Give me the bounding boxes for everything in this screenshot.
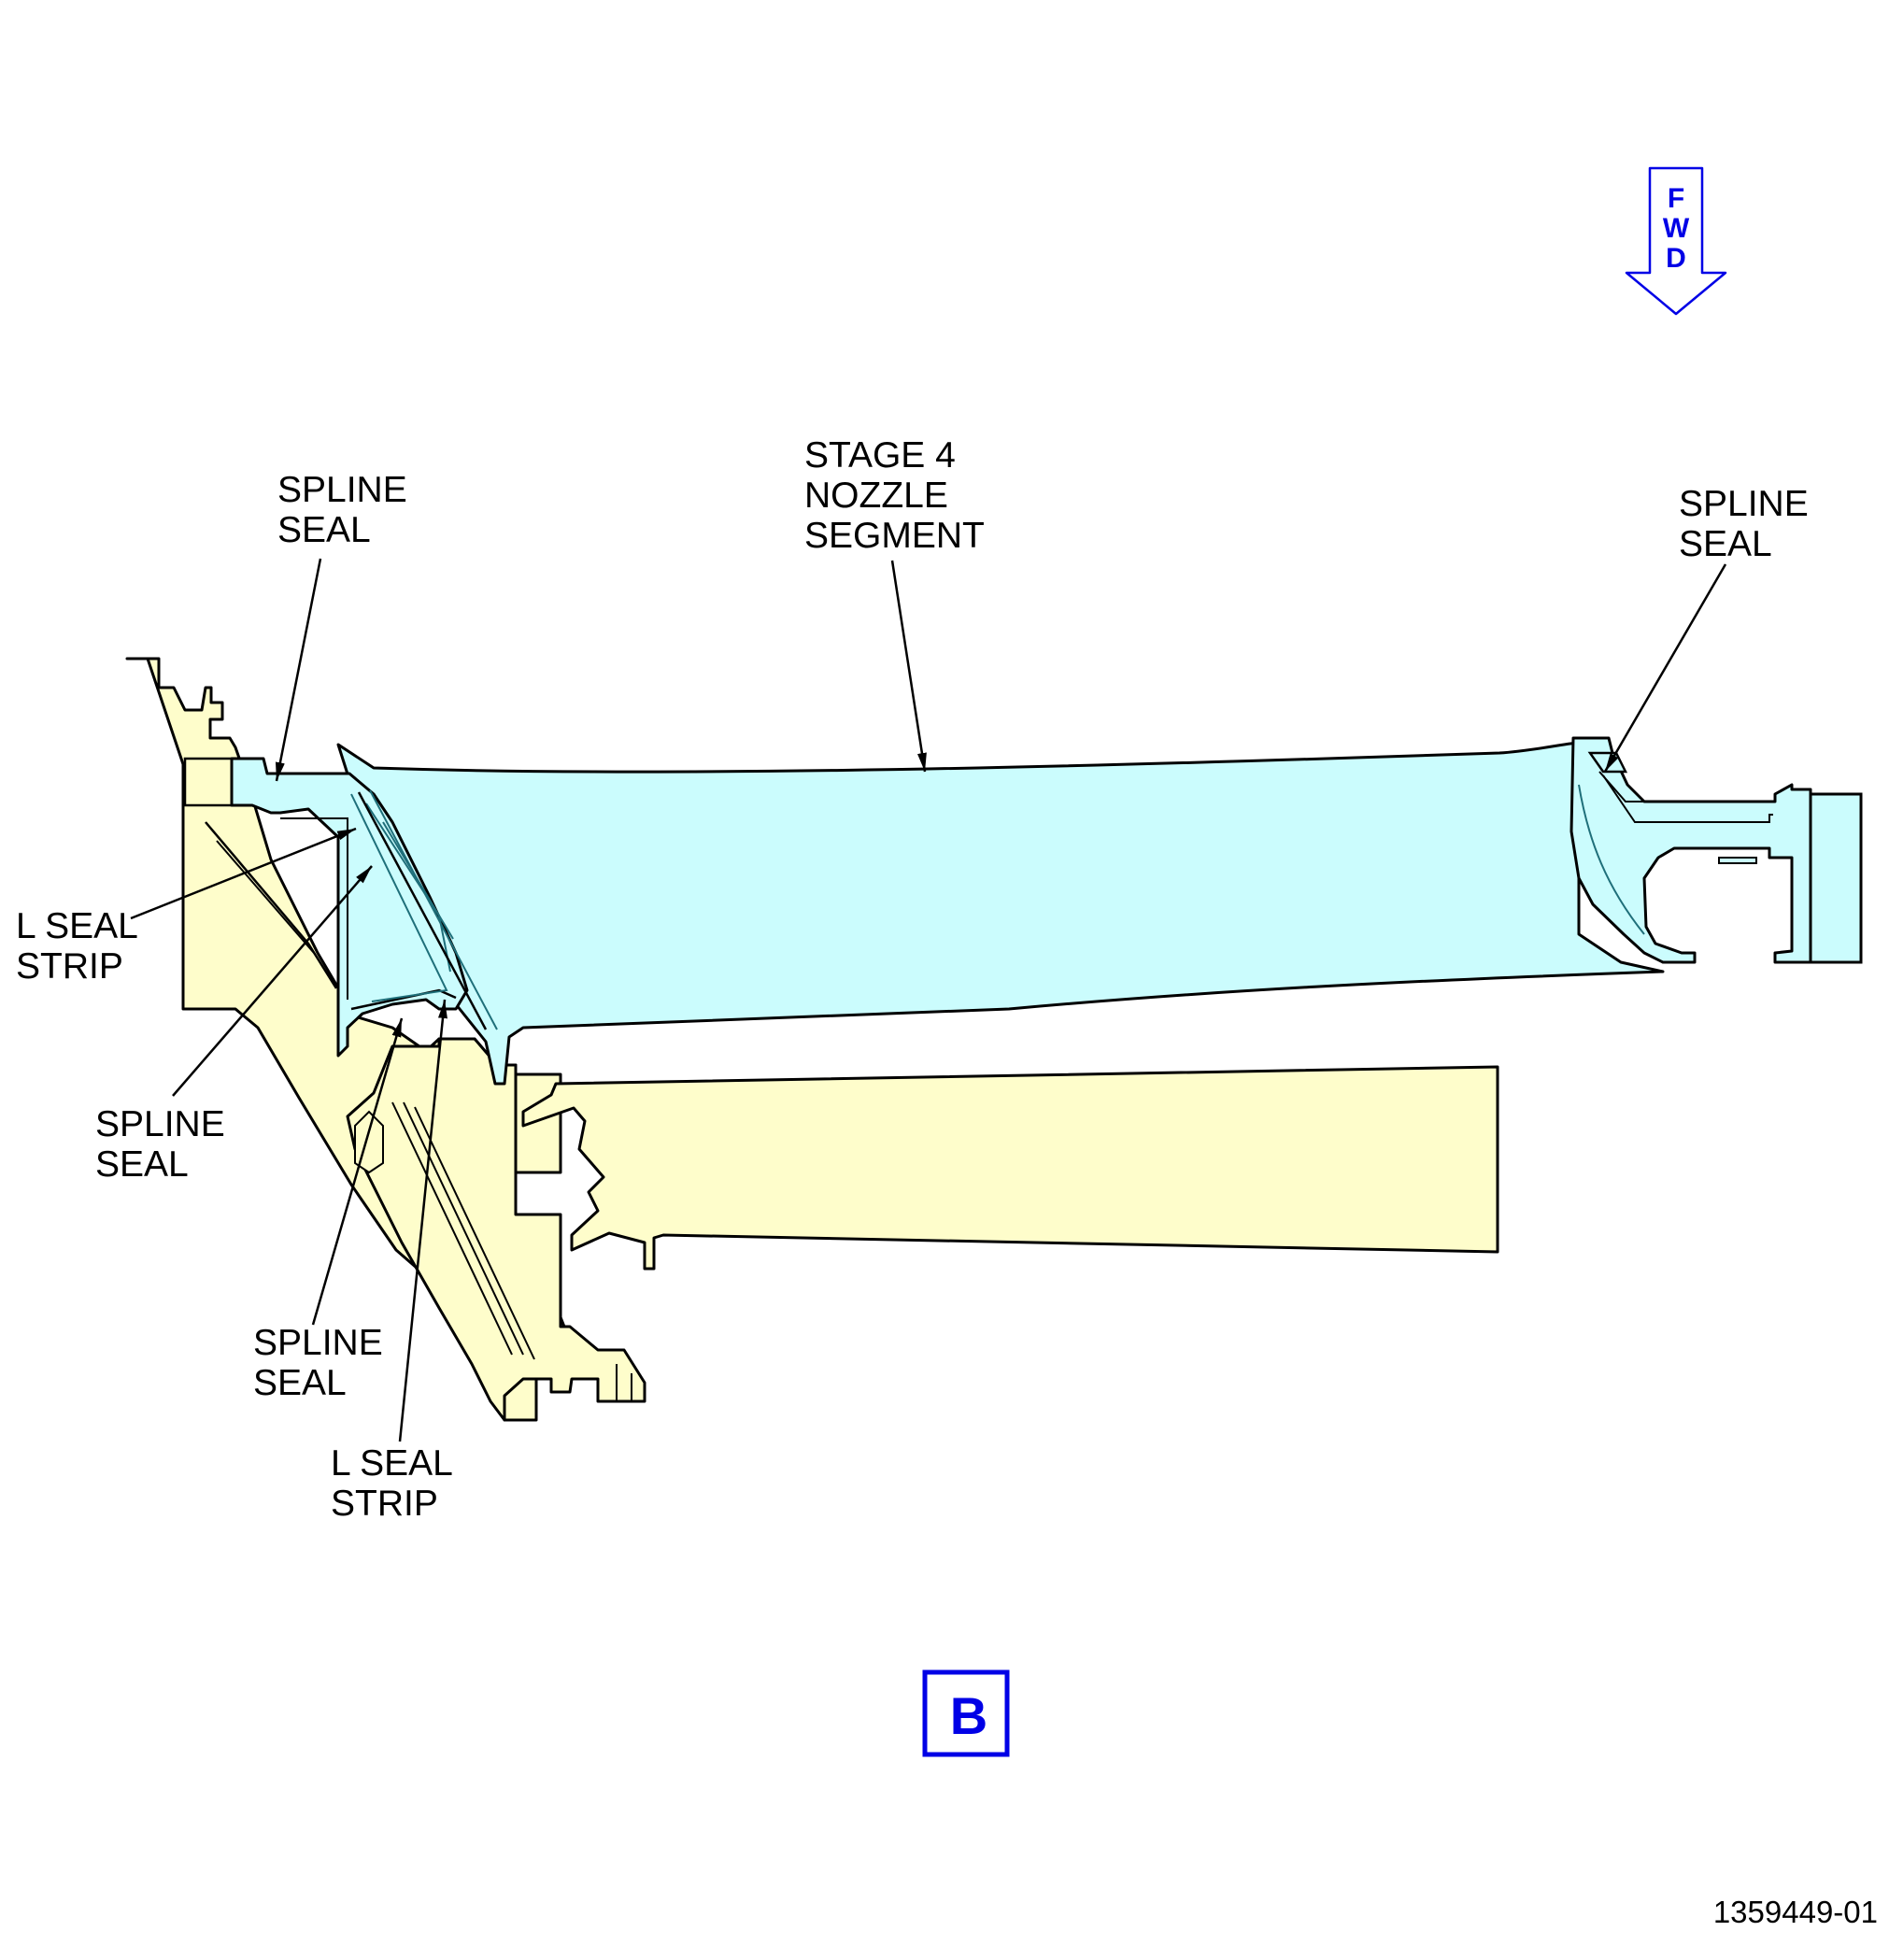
label-line: SEAL (277, 510, 371, 550)
view-letter-box (922, 1669, 1010, 1757)
label-line: SEAL (253, 1363, 347, 1403)
stage4-nozzle-segment-shape (230, 736, 1863, 1086)
label-l-seal-strip-bottom: L SEAL STRIP (331, 1443, 453, 1524)
label-line: NOZZLE (804, 476, 948, 516)
label-spline-seal-bottom: SPLINE SEAL (253, 1323, 383, 1403)
outer-case-panel (521, 1065, 1499, 1271)
label-line: L SEAL (16, 906, 138, 946)
label-spline-seal-mid-left: SPLINE SEAL (95, 1104, 225, 1185)
label-spline-seal-top-left: SPLINE SEAL (277, 470, 407, 550)
label-line: STAGE 4 (804, 435, 956, 476)
arrow-down-icon (1625, 166, 1727, 316)
label-l-seal-strip-left: L SEAL STRIP (16, 906, 138, 987)
label-spline-seal-top-right: SPLINE SEAL (1679, 484, 1809, 564)
view-letter: B (949, 1686, 988, 1745)
leader-l-seal-strip-left (130, 827, 357, 920)
label-line: SPLINE (253, 1323, 383, 1363)
leader-l-seal-strip-bottom (398, 999, 447, 1442)
label-line: L SEAL (331, 1443, 453, 1484)
figure-number: 1359449-01 (1712, 1895, 1878, 1929)
fwd-letter-f: F (1667, 183, 1685, 214)
leader-spline-seal-mid-left (172, 865, 373, 1097)
fwd-letter-d: D (1666, 243, 1686, 274)
label-line: STRIP (331, 1484, 438, 1524)
label-line: SPLINE (95, 1104, 225, 1144)
label-line: SEGMENT (804, 516, 985, 556)
fwd-letter-w: W (1662, 213, 1690, 244)
label-stage4-nozzle-segment: STAGE 4 NOZZLE SEGMENT (804, 435, 985, 556)
leader-stage4-nozzle-segment (890, 560, 927, 773)
label-line: SPLINE (1679, 484, 1809, 524)
leader-spline-seal-top-left (275, 558, 322, 782)
label-line: SPLINE (277, 470, 407, 510)
label-line: STRIP (16, 946, 123, 987)
label-line: SEAL (95, 1144, 189, 1185)
leader-lines (130, 558, 1727, 1442)
label-line: SEAL (1679, 524, 1772, 564)
leader-spline-seal-top-right (1603, 563, 1727, 773)
leader-spline-seal-bottom (311, 1017, 404, 1326)
lower-casing-structure (346, 1037, 646, 1422)
